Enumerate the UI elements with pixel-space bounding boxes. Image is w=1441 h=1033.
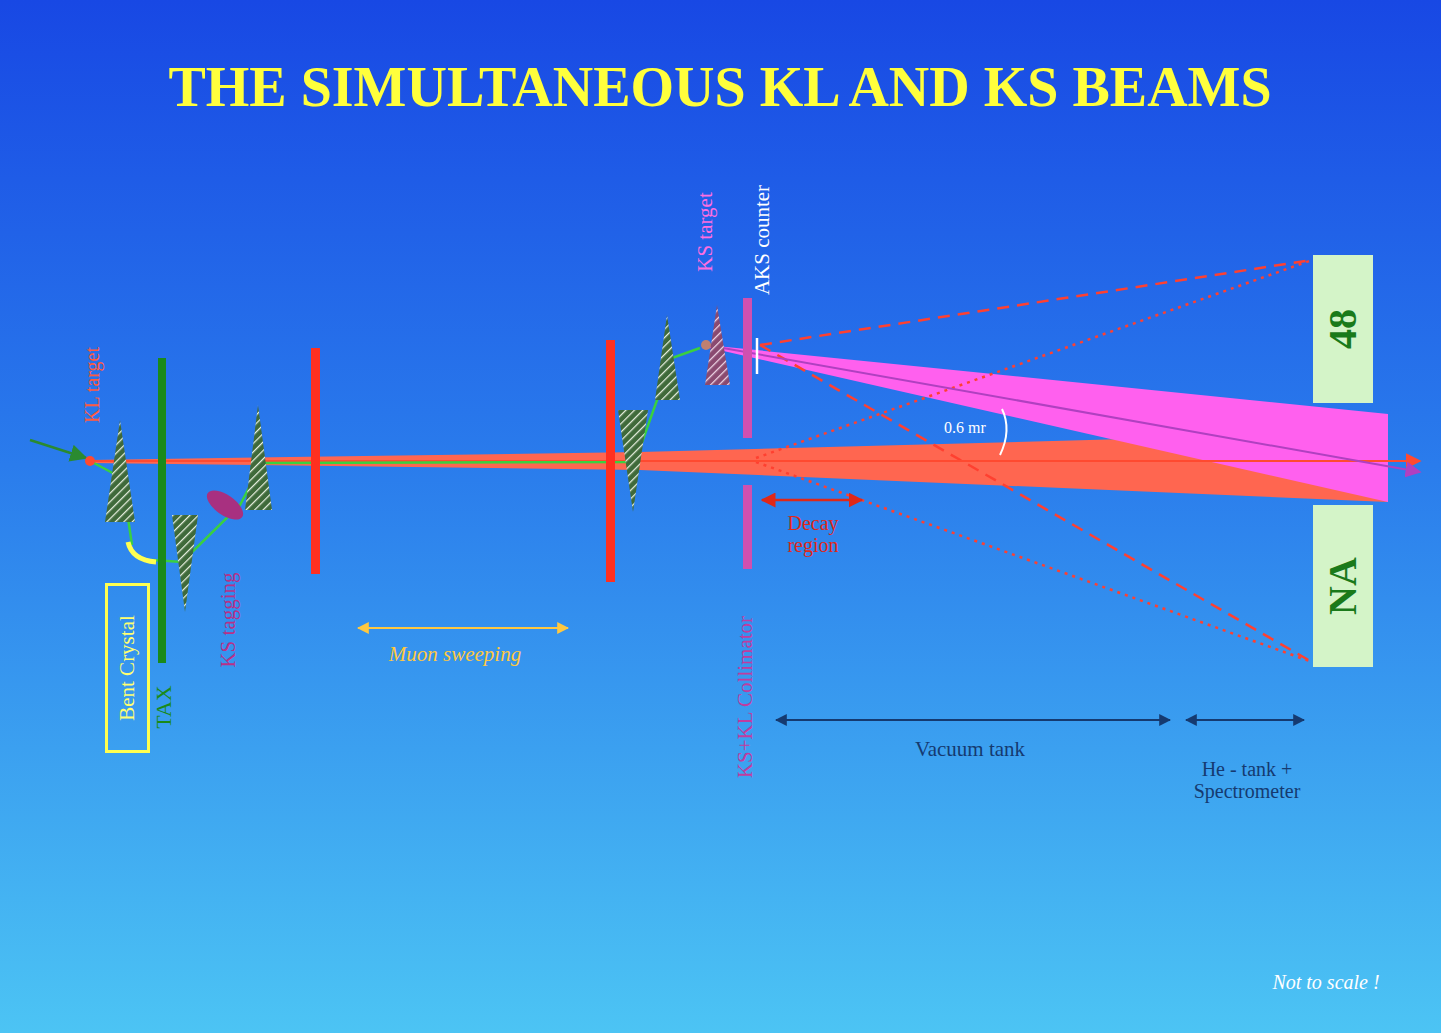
- kl-target: [85, 456, 95, 466]
- dimension-label: Vacuum tank: [915, 738, 1025, 761]
- absorber-label: TAX: [152, 685, 176, 728]
- dimension-arrow: [358, 627, 568, 629]
- counter-label: KS tagging: [217, 572, 240, 667]
- ks-tagging-counter: [202, 485, 248, 525]
- target-label: KL target: [81, 347, 103, 423]
- ks-target: [701, 340, 711, 350]
- angle-arc: [1000, 409, 1007, 455]
- box-text: 48: [1321, 309, 1365, 349]
- note: Not to scale !: [1272, 971, 1379, 993]
- counter-label: AKS counter: [751, 185, 774, 295]
- dimension-arrow: [776, 719, 1170, 721]
- collimator-label: KS+KL Collimator: [734, 616, 757, 778]
- tax-absorber: [158, 358, 166, 663]
- collimator: [743, 298, 752, 438]
- bent-crystal: [128, 542, 156, 562]
- proton-path: [30, 348, 700, 562]
- target-label: KS target: [694, 192, 717, 272]
- box-text: Bent Crystal: [116, 615, 139, 721]
- sweeping-magnet: [311, 348, 320, 574]
- ks-beam: [706, 345, 1388, 502]
- dimension-arrow: [762, 499, 862, 502]
- experiment-box: 48: [1313, 255, 1373, 403]
- label-box: Bent Crystal: [105, 583, 150, 753]
- region-label: Decay region: [773, 512, 853, 556]
- box-text: NA: [1321, 557, 1365, 615]
- angle-label: 0.6 mr: [944, 419, 986, 437]
- ks-target-magnet: [705, 305, 730, 385]
- experiment-box: NA: [1313, 505, 1373, 667]
- title: THE SIMULTANEOUS KL AND KS BEAMS: [168, 57, 1271, 119]
- dimension-arrow: [1186, 719, 1304, 721]
- magnets: [105, 315, 680, 612]
- sweeping-magnet: [606, 340, 615, 582]
- collimator: [743, 485, 752, 569]
- dimension-label: He - tank + Spectrometer: [1182, 758, 1312, 802]
- aks-counter: [756, 338, 759, 374]
- region-label: Muon sweeping: [389, 643, 521, 666]
